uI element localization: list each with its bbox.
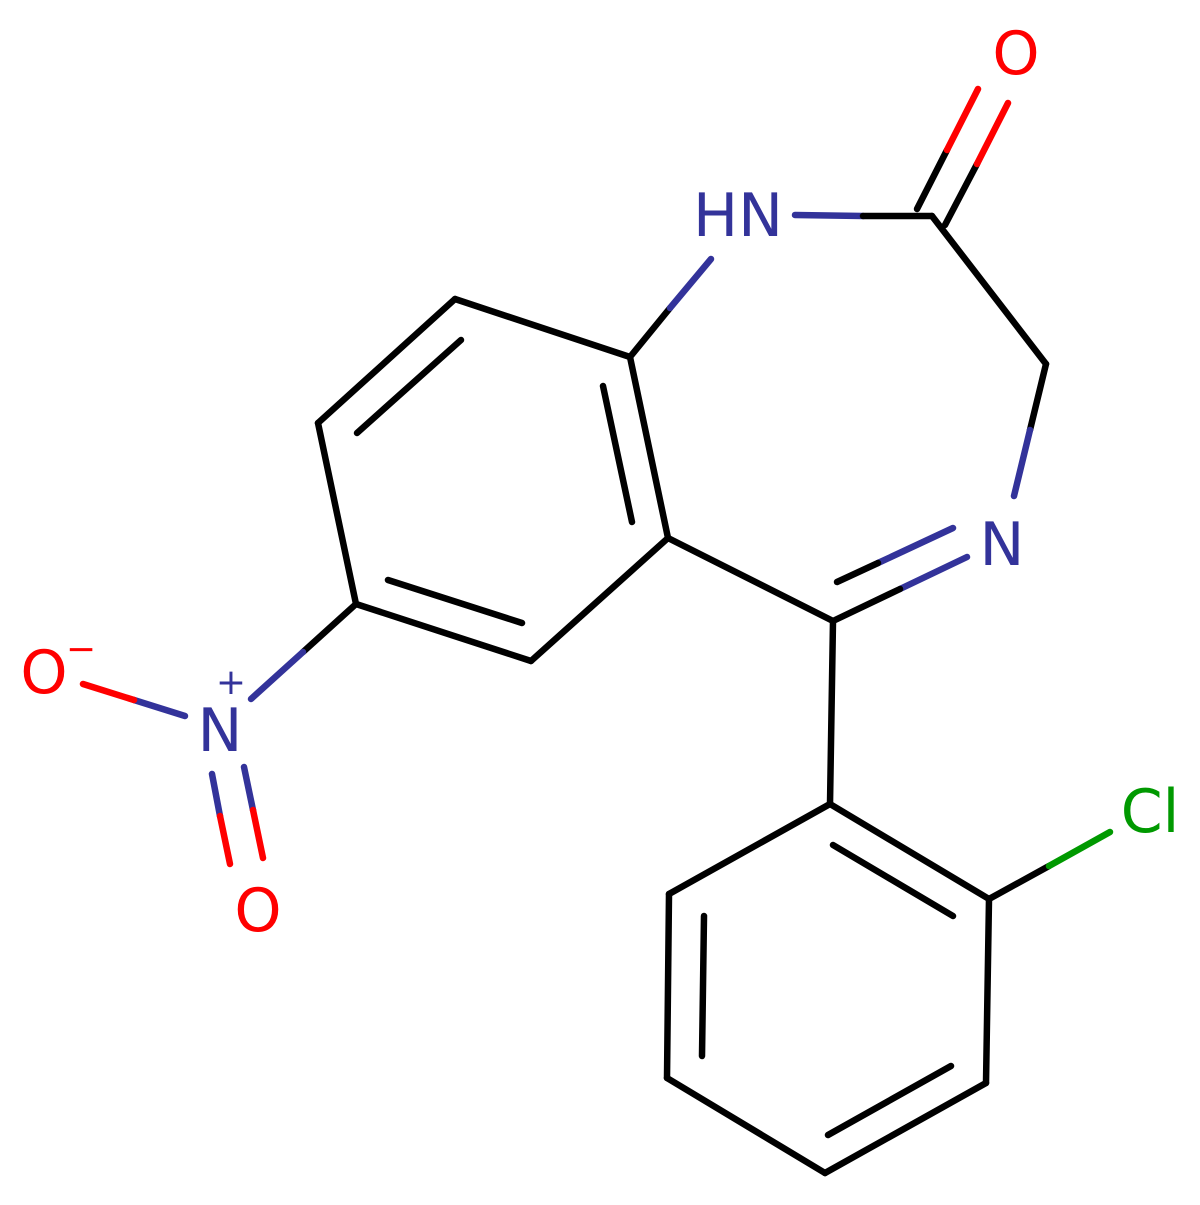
bond bbox=[913, 146, 951, 213]
bond bbox=[1010, 426, 1034, 500]
bond bbox=[249, 806, 267, 862]
bond bbox=[826, 800, 993, 903]
bond bbox=[666, 255, 715, 312]
bond bbox=[943, 85, 982, 154]
bond-inner bbox=[384, 576, 526, 627]
bond bbox=[299, 600, 360, 656]
bond-inner bbox=[874, 524, 957, 567]
bond bbox=[79, 680, 138, 704]
bond bbox=[928, 212, 1050, 368]
atom-label-amide-nitrogen: HN bbox=[693, 181, 783, 251]
bond-inner bbox=[829, 841, 957, 920]
bond-inner bbox=[599, 382, 636, 526]
charge-label-nitro-oxygen: − bbox=[66, 629, 96, 670]
bond bbox=[527, 534, 672, 665]
bond-inner bbox=[824, 1062, 955, 1139]
bond bbox=[982, 895, 993, 1087]
atom-label-nitro-nitrogen: N bbox=[198, 696, 243, 766]
bond bbox=[941, 160, 981, 229]
bond bbox=[663, 1074, 829, 1177]
atom-label-imine-nitrogen: N bbox=[980, 510, 1025, 580]
bond bbox=[626, 304, 674, 361]
bond bbox=[1026, 360, 1050, 434]
bond-inner bbox=[353, 336, 465, 437]
bond bbox=[208, 770, 224, 820]
bond bbox=[451, 295, 634, 361]
bond bbox=[821, 1079, 990, 1177]
bond bbox=[130, 696, 189, 720]
bond bbox=[1045, 828, 1114, 870]
bond bbox=[665, 800, 834, 898]
bond bbox=[896, 553, 971, 593]
bond bbox=[663, 890, 673, 1082]
bond bbox=[985, 862, 1053, 903]
bond bbox=[973, 99, 1012, 168]
bond-inner bbox=[833, 559, 882, 586]
atom-label-nitro-oxygen: O bbox=[234, 876, 281, 946]
bond bbox=[314, 419, 360, 608]
bond bbox=[216, 812, 234, 868]
bond bbox=[791, 211, 867, 220]
bond bbox=[314, 295, 459, 427]
bond bbox=[240, 763, 257, 814]
atom-label-nitro-oxygen-anion: O bbox=[20, 638, 67, 708]
atom-label-chlorine: Cl bbox=[1121, 777, 1180, 847]
bond bbox=[829, 585, 904, 625]
bond bbox=[826, 617, 837, 808]
bond bbox=[352, 600, 535, 665]
atom-label-carbonyl-oxygen: O bbox=[992, 19, 1039, 89]
bond bbox=[247, 648, 307, 703]
bond bbox=[626, 353, 672, 542]
bond bbox=[664, 534, 837, 625]
charge-label-nitro-nitrogen: + bbox=[216, 662, 246, 703]
bond-inner bbox=[698, 912, 708, 1060]
